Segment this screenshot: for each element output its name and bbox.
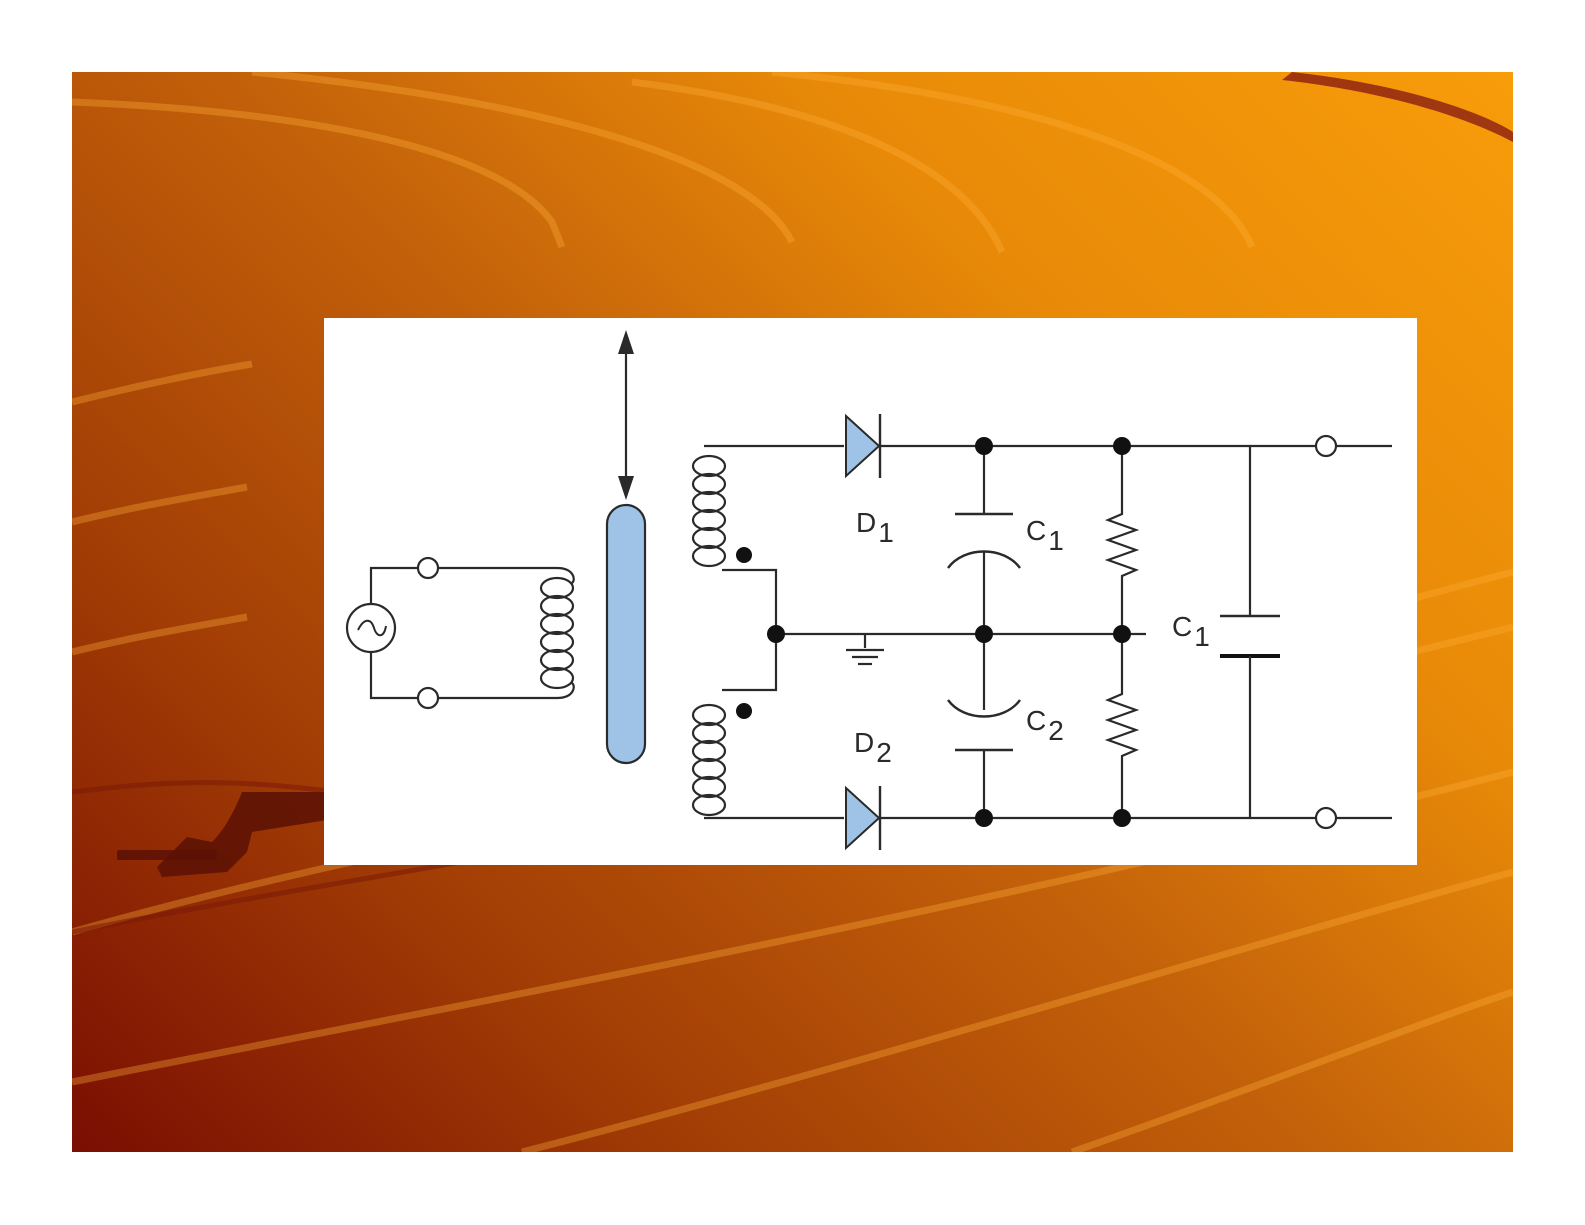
secondary-coil-top <box>693 456 725 566</box>
label-c2: C2 <box>1026 705 1064 746</box>
output-terminal-top <box>1316 436 1336 456</box>
resistor-top <box>1108 446 1136 634</box>
output-terminal-bottom <box>1316 808 1336 828</box>
capacitor-c2 <box>948 700 1020 818</box>
primary-circuit <box>347 558 574 708</box>
label-d2: D2 <box>854 727 892 768</box>
capacitor-c1-top <box>948 446 1020 710</box>
transformer-core <box>607 505 645 763</box>
primary-coil <box>541 578 573 688</box>
polarity-dot-bottom <box>736 703 752 719</box>
slide: D1 C1 C2 D2 C1 <box>72 72 1513 1152</box>
label-d1: D1 <box>856 507 894 548</box>
diode-d2 <box>846 786 880 850</box>
label-c1-top: C1 <box>1026 515 1064 556</box>
input-terminal-bottom <box>418 688 438 708</box>
resistor-bottom <box>1108 634 1136 818</box>
junction-dots <box>767 437 1131 827</box>
polarity-dot-top <box>736 547 752 563</box>
ac-source-icon <box>347 604 395 652</box>
input-terminal-top <box>418 558 438 578</box>
secondary-coil-bottom <box>693 705 725 815</box>
diode-d1 <box>846 414 880 478</box>
circuit-diagram: D1 C1 C2 D2 C1 <box>324 318 1417 865</box>
label-c1-right: C1 <box>1172 611 1210 652</box>
double-arrow-icon <box>618 330 634 500</box>
capacitor-c1-right <box>1220 446 1280 818</box>
starting-block <box>117 850 217 860</box>
accent-band <box>1282 72 1513 142</box>
ground-icon <box>846 634 884 664</box>
